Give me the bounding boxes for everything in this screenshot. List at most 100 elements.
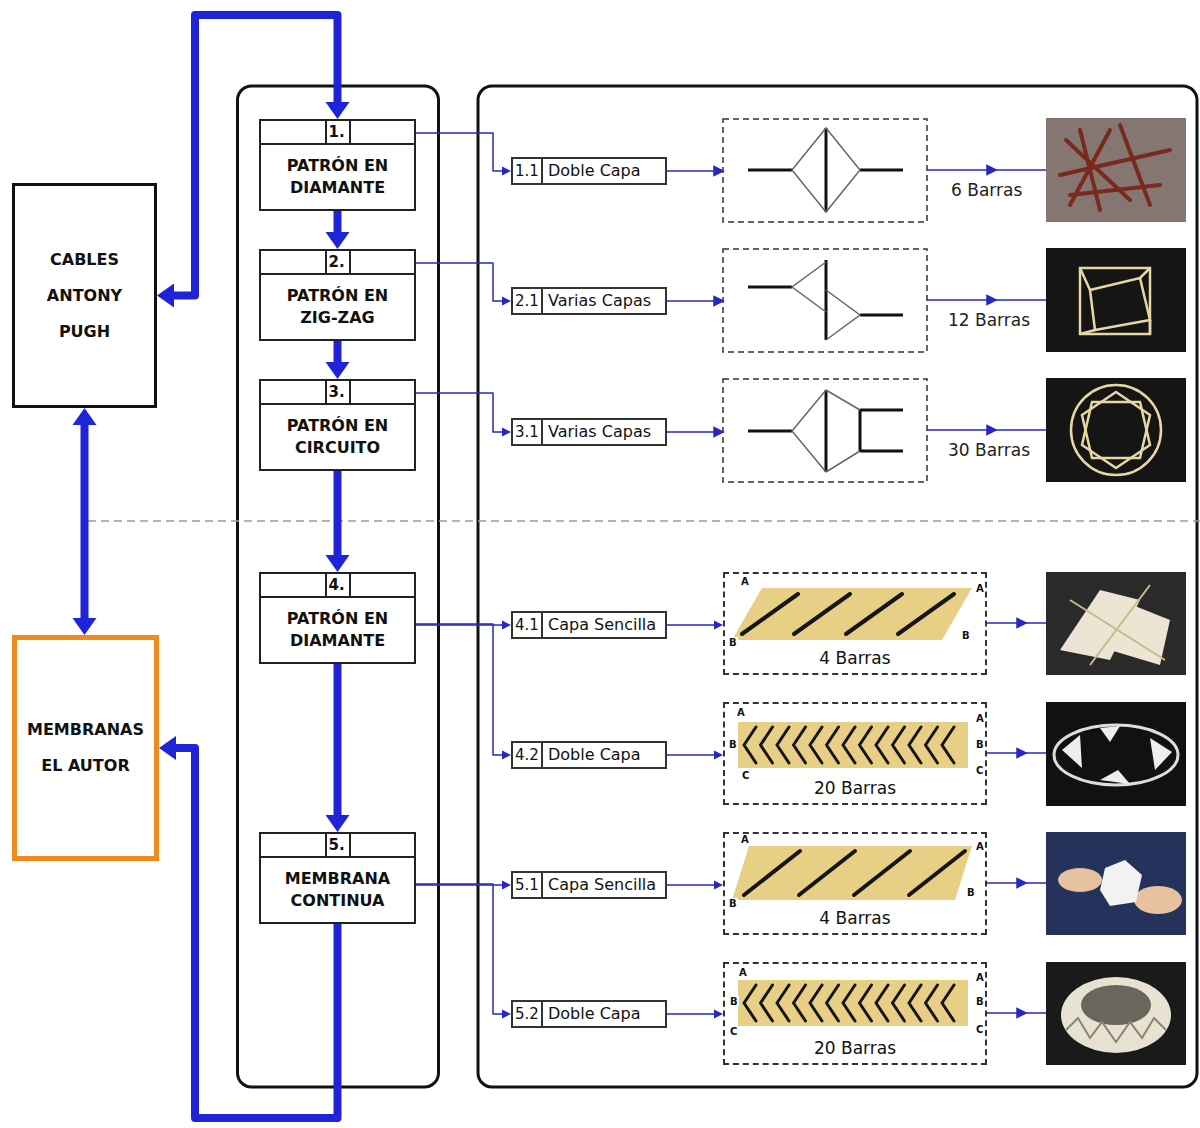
model-photo bbox=[1060, 590, 1170, 665]
edge-letter: A bbox=[975, 713, 985, 724]
flow-connector bbox=[326, 341, 350, 379]
bar-schematic bbox=[792, 128, 860, 212]
model-photo bbox=[1046, 962, 1186, 1065]
box-title: MEMBRANA CONTINUA bbox=[269, 868, 406, 912]
arrow-head bbox=[714, 1010, 723, 1019]
separator-line bbox=[88, 521, 1200, 522]
bar-schematic bbox=[825, 128, 828, 212]
membrane-pattern bbox=[738, 980, 968, 1026]
membrane-schematic: 4 Barras bbox=[723, 832, 987, 935]
model-photo bbox=[1070, 185, 1160, 195]
step-number: 5.2 bbox=[513, 1002, 543, 1026]
bar-schematic bbox=[826, 290, 860, 340]
bar-schematic bbox=[860, 314, 903, 317]
box-body: MEMBRANA CONTINUA bbox=[261, 858, 414, 922]
pattern-box: 5. MEMBRANA CONTINUA bbox=[259, 832, 416, 924]
arrow-head bbox=[326, 555, 350, 572]
model-photo bbox=[1046, 248, 1186, 352]
bar-schematic bbox=[748, 128, 903, 472]
model-photo bbox=[1058, 868, 1102, 892]
bar-schematic bbox=[748, 128, 903, 472]
membrane-pattern bbox=[846, 594, 902, 634]
connector-line bbox=[416, 624, 503, 755]
bar-count: 20 Barras bbox=[814, 778, 896, 798]
connector-line bbox=[334, 341, 342, 365]
model-photo bbox=[1062, 726, 1172, 784]
box-body: PATRÓN EN DIAMANTE bbox=[261, 145, 414, 209]
model-photo bbox=[1062, 735, 1082, 768]
model-photo bbox=[1100, 860, 1142, 906]
arrow-head bbox=[73, 618, 97, 635]
model-photo bbox=[1054, 725, 1178, 785]
arrow-head bbox=[502, 428, 511, 437]
box-title: Doble Capa bbox=[543, 159, 646, 183]
arrow-head bbox=[502, 297, 511, 306]
box-title: Doble Capa bbox=[543, 743, 646, 767]
model-photo bbox=[1071, 385, 1161, 475]
branch-connector bbox=[416, 393, 511, 437]
bar-schematic bbox=[792, 390, 826, 472]
box-title: PATRÓN EN ZIG-ZAG bbox=[269, 285, 406, 329]
model-photo bbox=[1071, 385, 1161, 475]
step-number: 5. bbox=[325, 834, 351, 856]
membrane-schematic: 20 Barras bbox=[723, 962, 987, 1065]
membrane-pattern bbox=[898, 594, 954, 634]
model-photo bbox=[1060, 125, 1170, 210]
branch-connector bbox=[416, 884, 511, 1019]
edge-letter: B bbox=[729, 996, 739, 1007]
edge-letter: A bbox=[738, 967, 748, 978]
edge-letter: A bbox=[975, 583, 985, 594]
arrow-head bbox=[73, 408, 97, 425]
membrane-pattern bbox=[909, 851, 965, 895]
edge-letter: B bbox=[728, 739, 738, 750]
variant-box: 4.2Doble Capa bbox=[511, 741, 667, 769]
model-photo bbox=[1046, 378, 1186, 482]
flow-connector bbox=[326, 471, 350, 572]
bar-count: 4 Barras bbox=[819, 648, 890, 668]
arrow-head bbox=[714, 751, 723, 760]
arrow-head bbox=[502, 881, 511, 890]
membrane-pattern bbox=[742, 594, 954, 634]
flow-arrow bbox=[987, 296, 996, 305]
membrane-schematic: 20 Barras bbox=[723, 702, 987, 805]
bar-schematic bbox=[748, 286, 792, 289]
model-photo bbox=[1046, 832, 1186, 935]
edge-letter: B bbox=[728, 898, 738, 909]
flow-arrow bbox=[1017, 879, 1026, 888]
flow-arrow bbox=[987, 166, 996, 175]
step-number: 2. bbox=[325, 251, 351, 273]
model-photo bbox=[1046, 572, 1186, 675]
variant-box: 5.1Capa Sencilla bbox=[511, 871, 667, 899]
arrow-head bbox=[326, 232, 350, 249]
membrane-pattern bbox=[732, 588, 972, 1026]
membrane-pattern bbox=[732, 588, 972, 640]
box-header: 1. bbox=[261, 121, 414, 145]
membrane-pattern bbox=[738, 722, 968, 768]
step-number: 1. bbox=[325, 121, 351, 143]
model-photo bbox=[1110, 600, 1170, 665]
branch-connector bbox=[667, 621, 723, 630]
model-photo bbox=[1120, 125, 1150, 205]
step-number: 2.1 bbox=[513, 289, 543, 313]
box-title: MEMBRANAS EL AUTOR bbox=[23, 712, 148, 784]
membrane-schematic: 4 Barras bbox=[723, 572, 987, 675]
step-number: 3. bbox=[325, 381, 351, 403]
flow-arrow bbox=[714, 428, 723, 437]
model-photo bbox=[1046, 702, 1186, 806]
arrow-head bbox=[714, 881, 723, 890]
bar-schematic bbox=[792, 128, 860, 472]
box-title: Varias Capas bbox=[543, 289, 656, 313]
membrane-pattern bbox=[794, 594, 850, 634]
variant-box: 5.2Doble Capa bbox=[511, 1000, 667, 1028]
variant-box: 2.1Varias Capas bbox=[511, 287, 667, 315]
box-title: Varias Capas bbox=[543, 420, 656, 444]
bar-schematic bbox=[860, 169, 903, 172]
bar-schematic bbox=[748, 169, 792, 172]
model-photo bbox=[1046, 118, 1186, 1065]
edge-letter: A bbox=[975, 972, 985, 983]
bar-schematic bbox=[826, 390, 860, 410]
step-number: 4.2 bbox=[513, 743, 543, 767]
pattern-box: 2. PATRÓN EN ZIG-ZAG bbox=[259, 249, 416, 341]
model-photo bbox=[1100, 726, 1120, 742]
schematic-frame bbox=[723, 119, 927, 222]
